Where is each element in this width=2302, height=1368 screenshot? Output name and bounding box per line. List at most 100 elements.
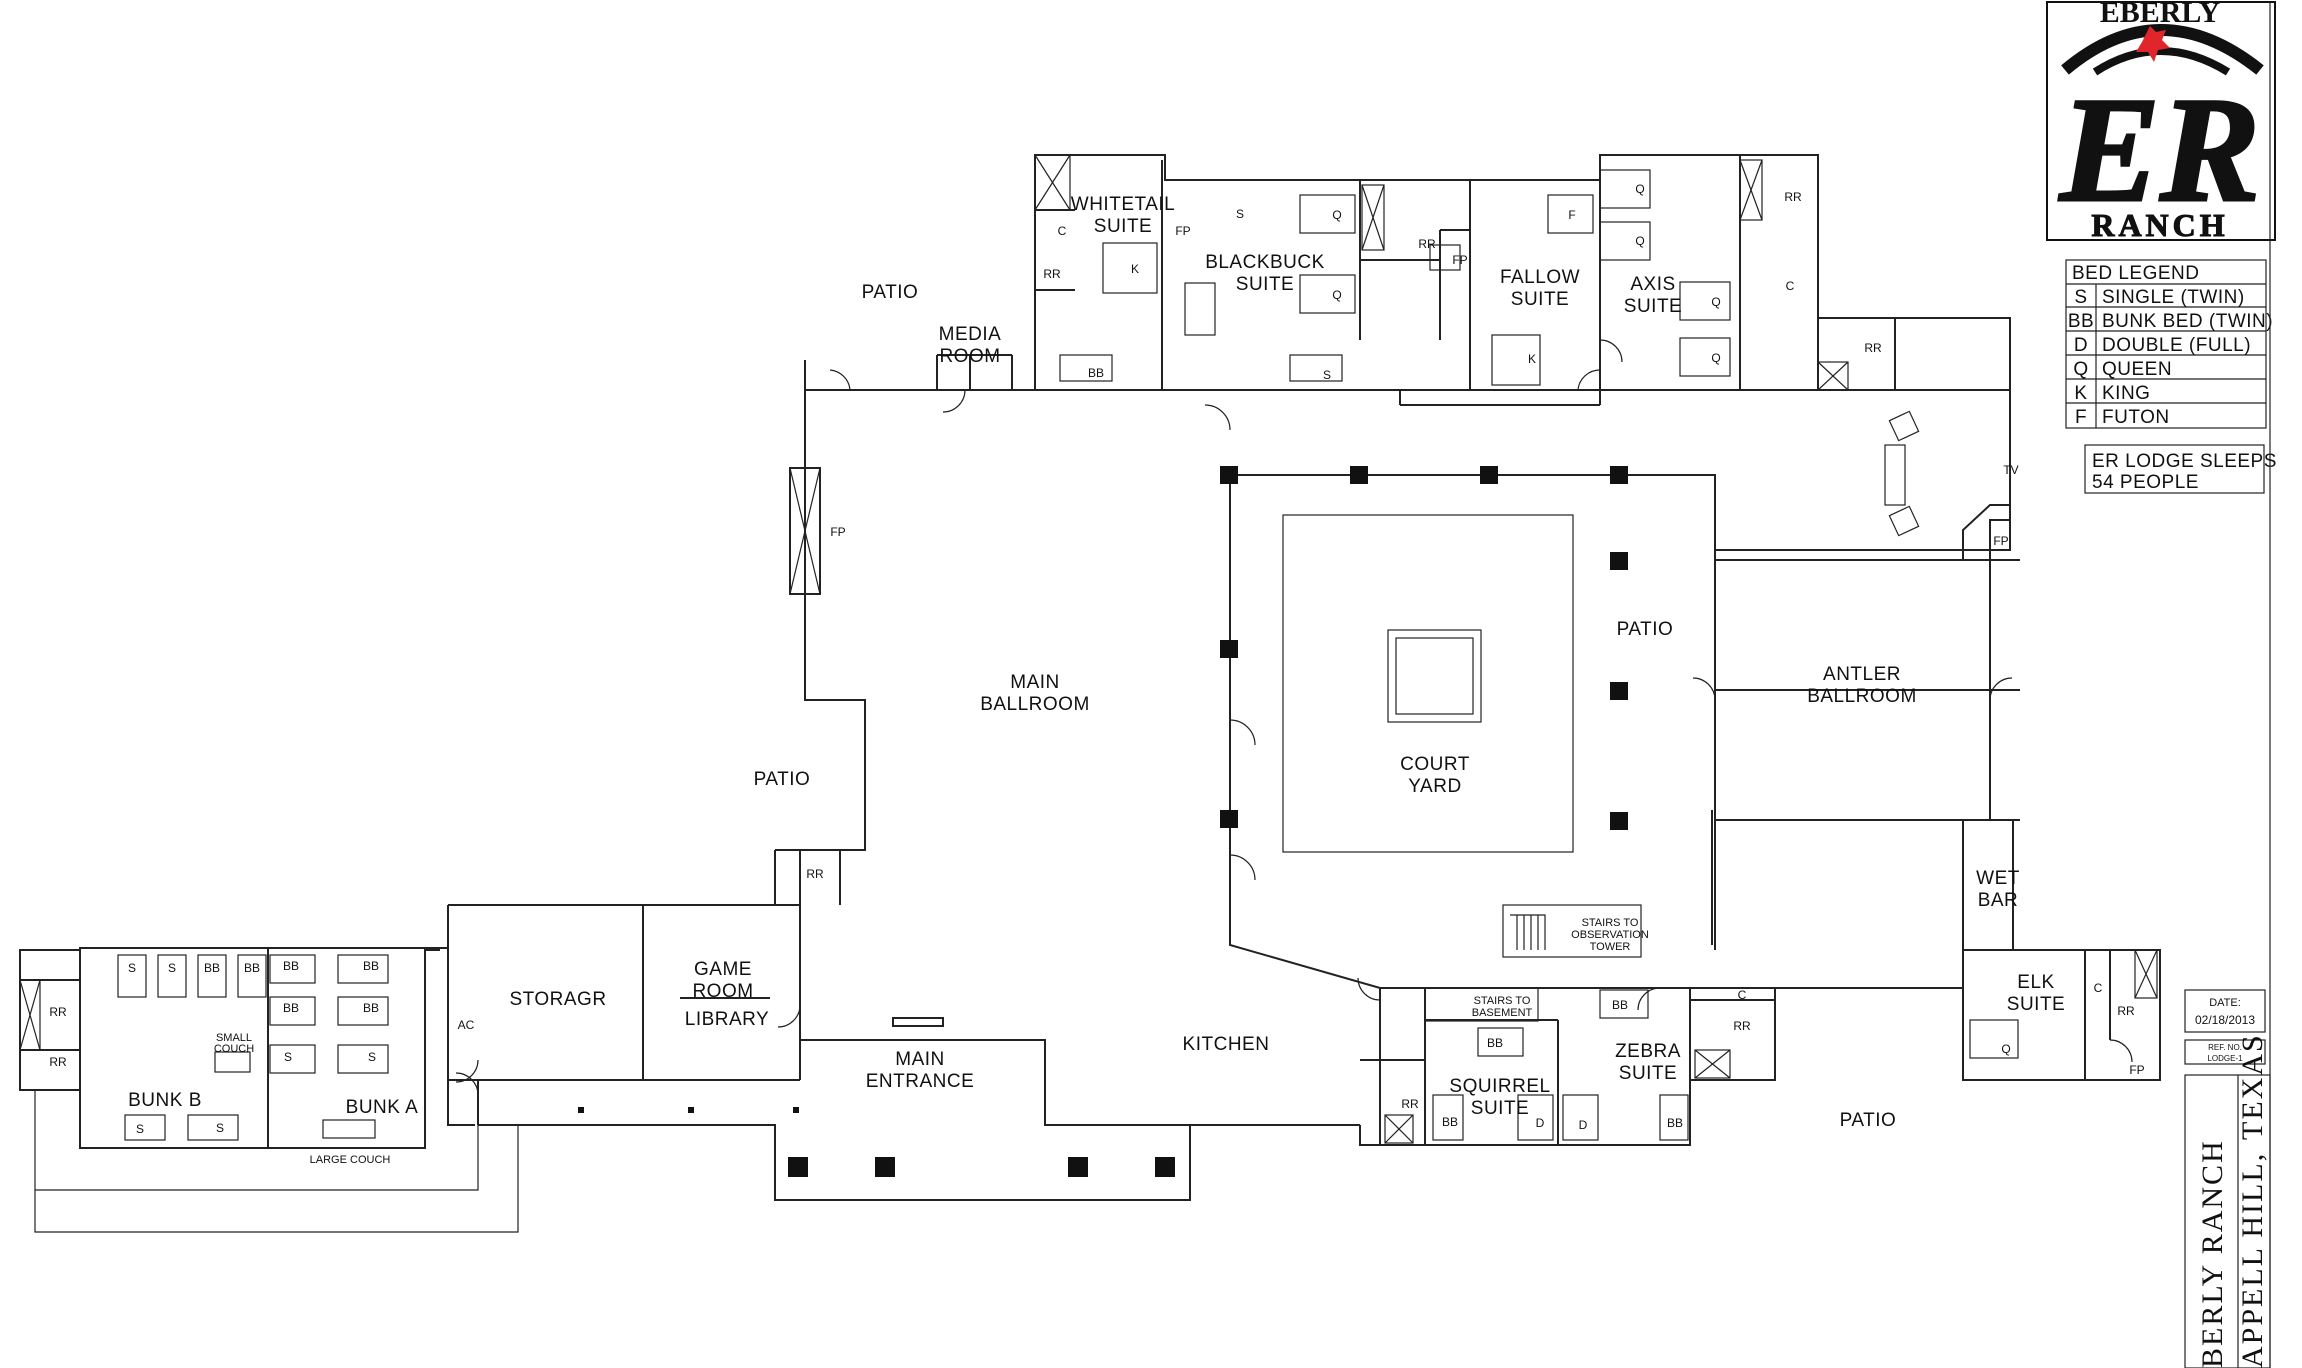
label-axis: AXIS <box>1630 274 1675 295</box>
legend-desc-f: FUTON <box>2102 407 2170 428</box>
mark-bed-bunk: BB <box>1442 1115 1458 1129</box>
sheet-city: APPELL HILL, <box>2236 1152 2269 1368</box>
bed-legend: BED LEGEND S SINGLE (TWIN) BB BUNK BED (… <box>2065 259 2277 494</box>
label-fallow: FALLOW <box>1500 267 1580 288</box>
legend-code-f: F <box>2075 407 2087 428</box>
label-patio-north: PATIO <box>862 282 919 303</box>
label-library: LIBRARY <box>685 1009 769 1030</box>
label-zebra: ZEBRA <box>1615 1041 1681 1062</box>
label-patio-south: PATIO <box>1840 1110 1897 1131</box>
mark-bed-queen: Q <box>1332 208 1341 222</box>
mark-fireplace: FP <box>1452 253 1467 267</box>
mark-fireplace: FP <box>1175 224 1190 238</box>
label-media: MEDIA <box>939 324 1002 345</box>
label-bunk-a: BUNK A <box>346 1097 419 1118</box>
mark-bed-bunk: BB <box>363 959 379 973</box>
legend-code-bb: BB <box>2068 311 2094 332</box>
legend-code-d: D <box>2074 335 2088 356</box>
mark-closet: C <box>1786 279 1795 293</box>
logo-letters: ER <box>2058 67 2260 233</box>
mark-bed-bunk: BB <box>1088 366 1104 380</box>
logo-bottom-text: RANCH <box>2091 207 2228 243</box>
mark-bed-futon: F <box>1568 208 1575 222</box>
mark-bed-bunk: BB <box>244 961 260 975</box>
label-antler-ballroom: BALLROOM <box>1807 686 1917 707</box>
fixture-marks: C RR FP S K BB Q Q S RR FP F K Q Q Q Q R… <box>49 182 2144 1136</box>
legend-code-k: K <box>2074 383 2087 404</box>
label-bunk-b: BUNK B <box>128 1090 202 1111</box>
mark-bed-bunk: BB <box>1667 1116 1683 1130</box>
legend-desc-s: SINGLE (TWIN) <box>2102 287 2245 308</box>
mark-bed-single: S <box>136 1122 144 1136</box>
mark-bed-queen: Q <box>1332 288 1341 302</box>
label-small-couch: SMALL <box>216 1032 252 1044</box>
mark-bed-queen: Q <box>1635 182 1644 196</box>
mark-bed-bunk: BB <box>1487 1036 1503 1050</box>
mark-bed-double: D <box>1579 1118 1588 1132</box>
mark-bed-single: S <box>128 961 136 975</box>
lodge-sleeps-line1: ER LODGE SLEEPS <box>2092 451 2277 472</box>
label-squirrel: SQUIRREL <box>1449 1076 1550 1097</box>
label-main-ballroom-2: BALLROOM <box>980 694 1090 715</box>
door-swings <box>455 339 2133 1096</box>
label-main-entrance: MAIN <box>895 1049 945 1070</box>
label-game: GAME <box>694 959 752 980</box>
label-patio-west: PATIO <box>754 769 811 790</box>
mark-bed-bunk: BB <box>204 961 220 975</box>
label-blackbuck: BLACKBUCK <box>1205 252 1325 273</box>
label-antler: ANTLER <box>1823 664 1901 685</box>
mark-restroom: RR <box>806 867 824 881</box>
label-small-couch-2: COUCH <box>214 1043 254 1055</box>
legend-title: BED LEGEND <box>2072 263 2199 284</box>
mark-bed-king: K <box>1528 352 1536 366</box>
label-main-entrance-2: ENTRANCE <box>866 1071 975 1092</box>
mark-bed-bunk: BB <box>1612 998 1628 1012</box>
label-elk-suite: SUITE <box>2007 994 2065 1015</box>
legend-code-q: Q <box>2073 359 2088 380</box>
label-court-yard: YARD <box>1408 776 1461 797</box>
sheet-state: TEXAS <box>2236 1033 2269 1140</box>
mark-bed-double: D <box>1536 1116 1545 1130</box>
legend-desc-bb: BUNK BED (TWIN) <box>2102 311 2273 332</box>
label-wet: WET <box>1976 868 2020 889</box>
mark-fireplace: FP <box>1993 534 2008 548</box>
label-elk: ELK <box>2017 972 2054 993</box>
label-axis-suite: SUITE <box>1624 296 1682 317</box>
sheet-name: BERLY RANCH <box>2196 1139 2229 1368</box>
mark-restroom: RR <box>49 1055 67 1069</box>
label-large-couch: LARGE COUCH <box>310 1154 391 1166</box>
label-media-room: ROOM <box>939 346 1000 367</box>
mark-restroom: RR <box>1401 1097 1419 1111</box>
label-zebra-suite: SUITE <box>1619 1063 1677 1084</box>
label-whitetail-suite: SUITE <box>1094 216 1152 237</box>
mark-bed-queen: Q <box>1635 234 1644 248</box>
label-court: COURT <box>1400 754 1470 775</box>
legend-code-s: S <box>2074 287 2087 308</box>
mark-closet: C <box>1058 224 1067 238</box>
label-stairs-tower-3: TOWER <box>1590 941 1631 953</box>
label-squirrel-suite: SUITE <box>1471 1098 1529 1119</box>
mark-restroom: RR <box>1864 341 1882 355</box>
label-kitchen: KITCHEN <box>1183 1034 1270 1055</box>
label-patio-court: PATIO <box>1617 619 1674 640</box>
label-storage: STORAGR <box>509 989 606 1010</box>
mark-bed-queen: Q <box>2001 1042 2010 1056</box>
mark-bed-single: S <box>1323 368 1331 382</box>
mark-bed-bunk: BB <box>363 1001 379 1015</box>
mark-restroom: RR <box>1043 267 1061 281</box>
mark-bed-queen: Q <box>1711 351 1720 365</box>
mark-restroom: RR <box>1418 237 1436 251</box>
title-block: DATE: 02/18/2013 REF. NO. LODGE-1 BERLY … <box>2184 2 2271 1368</box>
lodge-sleeps-line2: 54 PEOPLE <box>2092 472 2199 493</box>
mark-bed-queen: Q <box>1711 295 1720 309</box>
mark-bed-bunk: BB <box>283 1001 299 1015</box>
eberly-ranch-logo: EBERLY ER RANCH <box>2046 0 2276 244</box>
label-wet-bar: BAR <box>1978 890 2019 911</box>
mark-bed-king: K <box>1131 262 1139 276</box>
label-stairs-basement-2: BASEMENT <box>1472 1007 1533 1019</box>
building-walls <box>19 154 2161 1233</box>
mark-bed-single: S <box>168 961 176 975</box>
label-whitetail: WHITETAIL <box>1071 194 1175 215</box>
mark-bed-bunk: BB <box>283 959 299 973</box>
